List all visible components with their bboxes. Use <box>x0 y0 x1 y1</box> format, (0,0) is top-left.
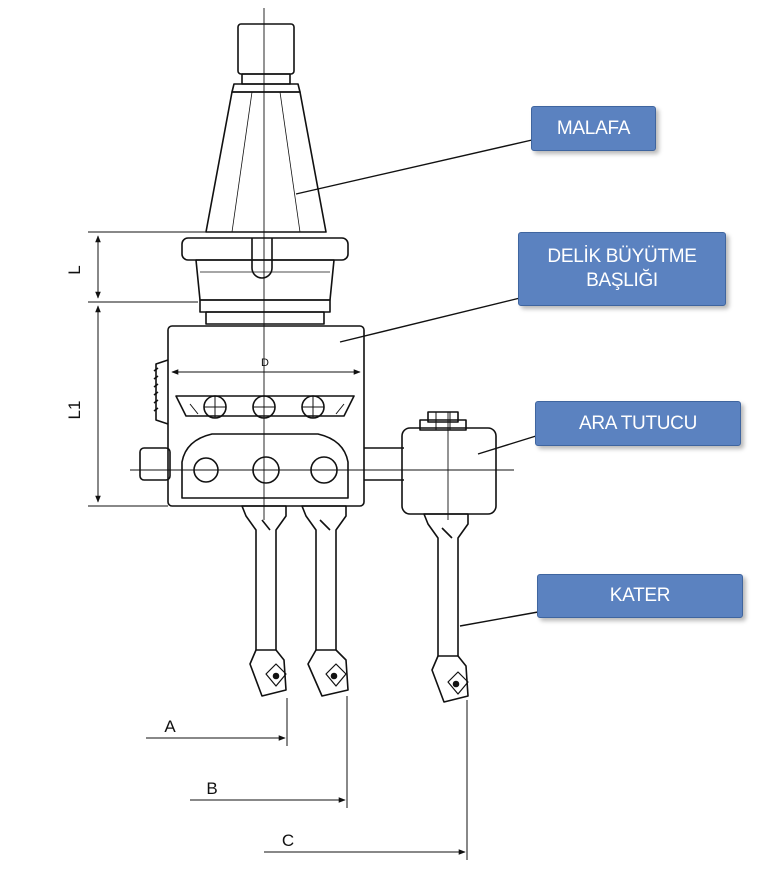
dim-L-label: L <box>65 265 84 274</box>
dimension-lines <box>88 231 468 860</box>
dim-B-label: B <box>206 779 217 798</box>
callout-kater-text: KATER <box>609 585 671 606</box>
callout-malafa: MALAFA <box>531 106 656 151</box>
dim-D-label: D <box>261 357 269 369</box>
arbor-shank <box>181 23 349 325</box>
callout-boring-head: DELİK BÜYÜTME BAŞLIĞI <box>518 232 726 306</box>
callout-ara-tutucu-text: ARA TUTUCU <box>578 412 698 434</box>
callout-boring-head-line2: BAŞLIĞI <box>586 270 658 291</box>
callout-boring-head-line1: DELİK BÜYÜTME <box>547 246 697 267</box>
callout-kater: KATER <box>537 574 743 618</box>
boring-head-body <box>139 325 404 507</box>
dim-A-label: A <box>164 717 176 736</box>
boring-bar-1 <box>241 505 287 697</box>
leader-lines <box>295 139 539 627</box>
boring-bar-2 <box>301 505 349 697</box>
intermediate-holder <box>401 411 497 515</box>
dim-L1-label: L1 <box>65 401 84 420</box>
callout-ara-tutucu: ARA TUTUCU <box>535 401 741 446</box>
callout-malafa-text: MALAFA <box>556 117 631 139</box>
dim-C-label: C <box>282 831 294 850</box>
center-lines <box>130 8 514 520</box>
boring-bar-3 <box>423 513 469 703</box>
